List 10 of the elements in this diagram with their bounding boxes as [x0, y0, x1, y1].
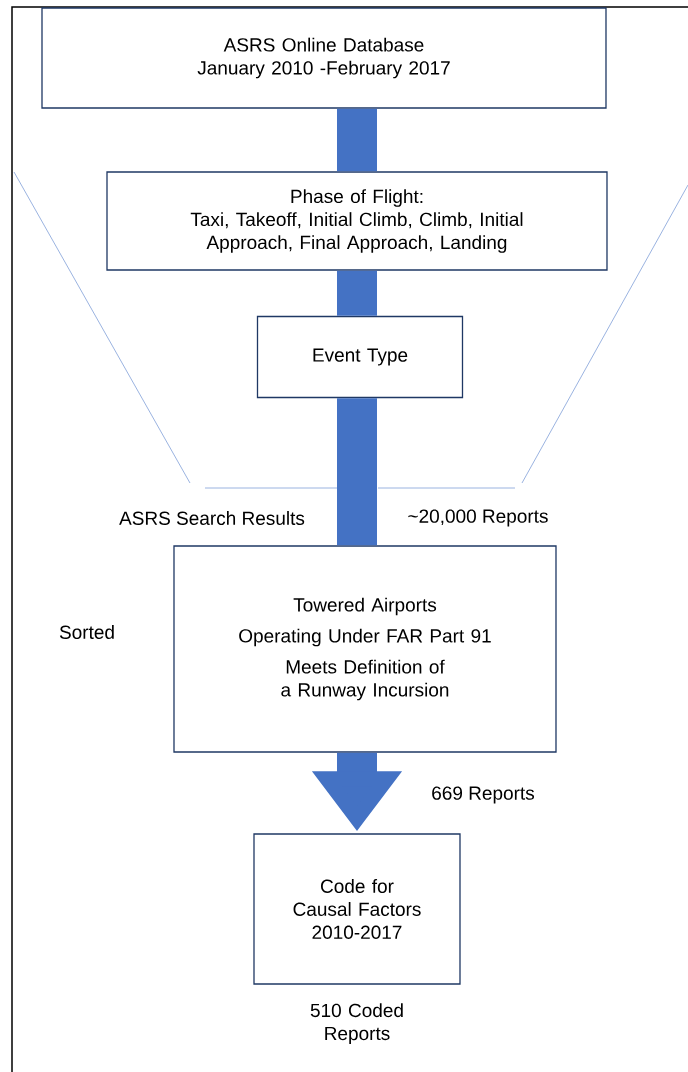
note-label: ASRS Search Results	[119, 511, 305, 525]
process-box: ASRS Online Database January 2010 -February 2017	[41, 7, 607, 109]
process-box: Phase of Flight: Taxi, Takeoff, Initial Climb, Climb, Initial Approach, Final Approach, Landing	[106, 171, 608, 271]
process-box: Code for Causal Factors 2010-2017	[253, 833, 461, 985]
note-label: Sorted	[59, 625, 114, 639]
note-label: ~20,000 Reports	[408, 509, 548, 527]
node-label: 510 Coded Reports	[310, 1003, 403, 1044]
process-box: Event Type	[256, 315, 464, 399]
process-box: Towered Airports Operating Under FAR Part 91 Meets Definition of a Runway Incursion	[173, 545, 557, 753]
edge-label: 669 Reports	[432, 786, 535, 804]
